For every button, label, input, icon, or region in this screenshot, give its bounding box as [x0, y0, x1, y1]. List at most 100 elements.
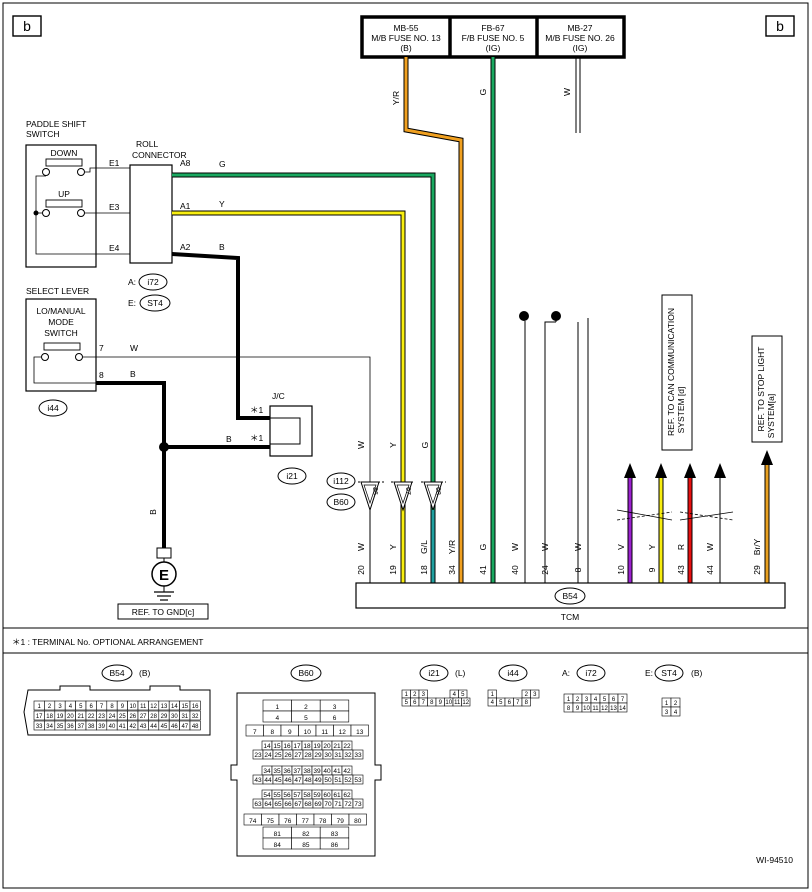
cavity-number: 15: [181, 704, 188, 710]
cavity-number: 34: [46, 724, 53, 730]
cavity-number: 85: [302, 842, 310, 849]
cavity-number: 46: [284, 777, 292, 784]
cavity-number: 52: [344, 777, 352, 784]
cavity-number: 62: [343, 792, 351, 799]
cavity-number: 29: [161, 714, 168, 720]
cavity-number: 50: [324, 777, 332, 784]
cavity-number: 43: [254, 777, 262, 784]
svg-text:SYSTEM [d]: SYSTEM [d]: [676, 387, 686, 434]
cavity-number: 17: [36, 714, 43, 720]
svg-text:67: 67: [404, 487, 411, 495]
cavity-number: 7: [100, 704, 104, 710]
svg-text:20: 20: [356, 565, 366, 575]
cavity-number: 4: [491, 700, 495, 706]
cavity-number: 38: [303, 768, 311, 775]
cavity-number: 24: [264, 752, 272, 759]
cavity-number: 6: [508, 700, 512, 706]
cavity-number: 84: [274, 842, 282, 849]
cavity-number: 30: [324, 752, 332, 759]
cavity-number: 57: [293, 792, 301, 799]
svg-text:29: 29: [752, 565, 762, 575]
cavity-number: 6: [333, 715, 337, 722]
svg-text:SWITCH: SWITCH: [44, 328, 78, 338]
wire-y-r: Y/R: [391, 57, 464, 583]
svg-text:i112: i112: [333, 476, 349, 486]
svg-text:B60: B60: [298, 668, 313, 678]
svg-text:i21: i21: [428, 668, 440, 678]
cavity-number: 77: [302, 818, 310, 825]
svg-text:B54: B54: [109, 668, 124, 678]
svg-text:i44: i44: [47, 403, 59, 413]
cavity-number: 46: [171, 724, 178, 730]
svg-text:43: 43: [676, 565, 686, 575]
cavity-number: 26: [284, 752, 292, 759]
cavity-number: 9: [121, 704, 125, 710]
svg-text:Y: Y: [647, 544, 657, 550]
svg-text:W: W: [562, 88, 572, 96]
cavity-number: 81: [274, 831, 282, 838]
cavity-number: 53: [354, 777, 362, 784]
cavity-number: 12: [150, 704, 157, 710]
cavity-number: 2: [525, 692, 529, 698]
cavity-number: 27: [294, 752, 302, 759]
cavity-number: 37: [293, 768, 301, 775]
svg-text:V: V: [616, 544, 626, 550]
cavity-number: 35: [57, 724, 64, 730]
cavity-number: 5: [461, 692, 465, 698]
cavity-number: 59: [313, 792, 321, 799]
cavity-number: 56: [283, 792, 291, 799]
tcm-unit: B54 TCM: [355, 582, 786, 622]
cavity-number: 5: [499, 700, 503, 706]
cavity-number: 9: [288, 729, 292, 736]
svg-text:i72: i72: [585, 668, 597, 678]
cavity-number: 33: [354, 752, 362, 759]
svg-text:M/B FUSE NO. 13: M/B FUSE NO. 13: [371, 33, 441, 43]
svg-text:ST4: ST4: [147, 298, 163, 308]
svg-text:24: 24: [540, 565, 550, 575]
cavity-number: 10: [129, 704, 136, 710]
cavity-number: 21: [77, 714, 84, 720]
cavity-number: 64: [264, 801, 272, 808]
svg-text:Y/R: Y/R: [391, 91, 401, 105]
cavity-number: 60: [323, 792, 331, 799]
svg-text:(IG): (IG): [573, 43, 588, 53]
svg-text:G: G: [219, 159, 226, 169]
cavity-number: 51: [334, 777, 342, 784]
cavity-number: 13: [610, 706, 617, 712]
cavity-number: 1: [405, 692, 409, 698]
cavity-number: 76: [284, 818, 292, 825]
cavity-number: 34: [263, 768, 271, 775]
cavity-number: 41: [119, 724, 126, 730]
cavity-number: 38: [88, 724, 95, 730]
ref-can-box: REF. TO CAN COMMUNICATION SYSTEM [d]: [661, 294, 693, 451]
cavity-number: 75: [267, 818, 275, 825]
svg-text:B: B: [148, 509, 158, 515]
cavity-number: 8: [430, 700, 434, 706]
cavity-number: 30: [171, 714, 178, 720]
cavity-number: 74: [249, 818, 257, 825]
cavity-number: 5: [79, 704, 83, 710]
svg-text:J/C: J/C: [272, 391, 285, 401]
svg-text:A8: A8: [180, 158, 191, 168]
cavity-number: 49: [314, 777, 322, 784]
cavity-number: 4: [453, 692, 457, 698]
svg-text:i44: i44: [507, 668, 519, 678]
svg-text:G/L: G/L: [419, 540, 429, 554]
svg-text:B60: B60: [333, 497, 348, 507]
cavity-number: 18: [303, 743, 311, 750]
cavity-number: 44: [150, 724, 157, 730]
ref-stop-box: REF. TO STOP LIGHT SYSTEM[a]: [751, 335, 783, 443]
cavity-number: 33: [36, 724, 43, 730]
cavity-number: 10: [304, 729, 312, 736]
svg-text:E3: E3: [109, 202, 120, 212]
cavity-number: 23: [98, 714, 105, 720]
svg-text:18: 18: [419, 565, 429, 575]
cavity-number: 22: [88, 714, 95, 720]
svg-text:E: E: [159, 567, 169, 584]
cavity-number: 7: [621, 697, 625, 703]
cavity-number: 78: [319, 818, 327, 825]
svg-text:19: 19: [388, 565, 398, 575]
svg-text:A2: A2: [180, 242, 191, 252]
